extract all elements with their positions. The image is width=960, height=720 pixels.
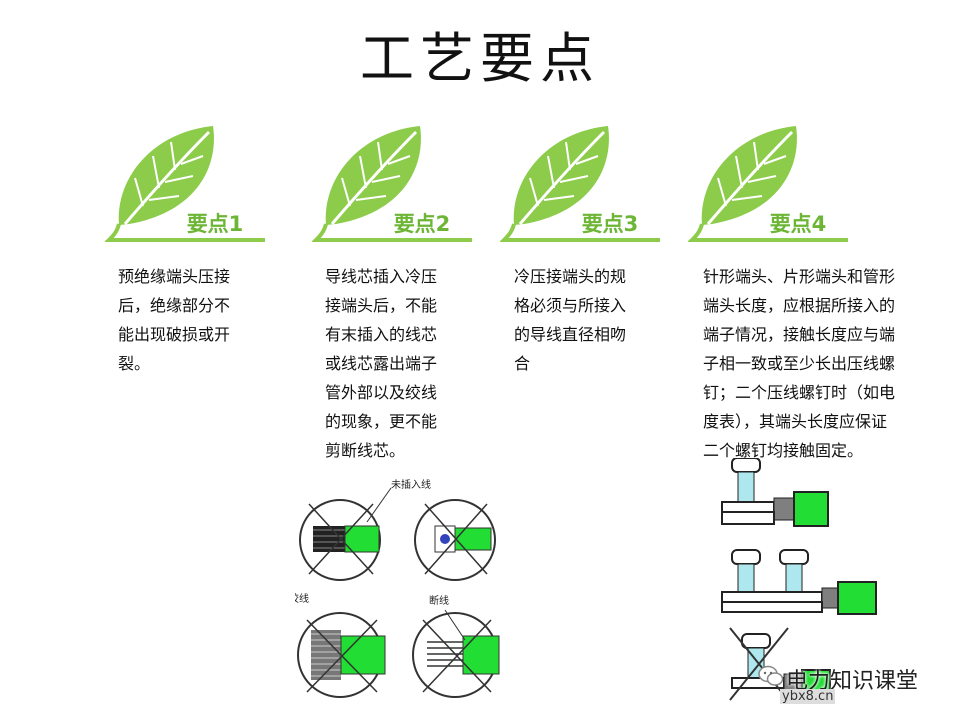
point-4-text: 针形端头、片形端头和管形 端头长度，应根据所接入的 端子情况，接触长度应与端 子…: [703, 262, 895, 465]
wechat-icon: [758, 665, 784, 686]
text-line: 预绝缘端头压接: [118, 267, 231, 286]
text-line: 的导线直径相吻: [514, 325, 627, 344]
uninserted-strand-diagram: 未插入线: [299, 478, 431, 581]
text-line: 后，绝缘部分不: [118, 296, 231, 315]
text-line: 的现象，更不能: [325, 412, 438, 431]
watermark-site: ybx8.cn: [780, 689, 836, 704]
text-line: 冷压接端头的规: [514, 267, 627, 286]
leaf-icon: [500, 126, 660, 242]
leaf-icon: [688, 126, 848, 242]
twisted-label: 绞线: [295, 592, 309, 605]
point-2-text: 导线芯插入冷压 接端头后，不能 有末插入的线芯 或线芯露出端子 管外部以及绞线 …: [325, 262, 437, 465]
broken-label: 断线: [429, 594, 449, 607]
page-title: 工艺要点: [360, 27, 600, 90]
text-line: 导线芯插入冷压: [325, 267, 438, 286]
point-label: 要点4: [769, 212, 827, 236]
text-line: 裂。: [118, 354, 151, 373]
text-line: 端头长度，应根据所接入的: [703, 296, 896, 315]
text-line: 管外部以及绞线: [325, 383, 438, 402]
text-line: 子相一致或至少长出压线螺: [703, 354, 896, 373]
text-line: 二个螺钉均接触固定。: [703, 441, 864, 460]
text-line: 钉；二个压线螺钉时（如电: [703, 383, 896, 402]
point-1-text: 预绝缘端头压接 后，绝缘部分不 能出现破损或开 裂。: [118, 262, 230, 378]
point-label: 要点2: [393, 212, 451, 236]
text-line: 格必须与所接入: [514, 296, 627, 315]
leaf-icon: [105, 126, 265, 242]
uninserted-label: 未插入线: [391, 478, 431, 491]
point-3-text: 冷压接端头的规 格必须与所接入 的导线直径相吻 合: [514, 262, 626, 378]
leaf-icon: [312, 126, 472, 242]
text-line: 接端头后，不能: [325, 296, 438, 315]
text-line: 有末插入的线芯: [325, 325, 438, 344]
twisted-strand-diagram: 绞线: [295, 592, 386, 698]
text-line: 剪断线芯。: [325, 441, 406, 460]
text-line: 合: [514, 354, 531, 373]
text-line: 或线芯露出端子: [325, 354, 438, 373]
text-line: 端子情况，接触长度应与端: [703, 325, 896, 344]
point-label: 要点3: [581, 212, 639, 236]
screw-terminal-diagram: [721, 458, 877, 701]
point-label: 要点1: [186, 212, 244, 236]
text-line: 能出现破损或开: [118, 325, 231, 344]
broken-strand-diagram: 断线: [412, 594, 500, 698]
incorrect-crimp-diagram: 未插入线 绞线 断线: [295, 478, 500, 698]
text-line: 针形端头、片形端头和管形: [703, 267, 896, 286]
exposed-strand-diagram: [414, 499, 496, 581]
double-screw-terminal: [721, 549, 877, 615]
single-screw-terminal: [721, 458, 829, 527]
text-line: 度表），其端头长度应保证: [703, 412, 888, 431]
